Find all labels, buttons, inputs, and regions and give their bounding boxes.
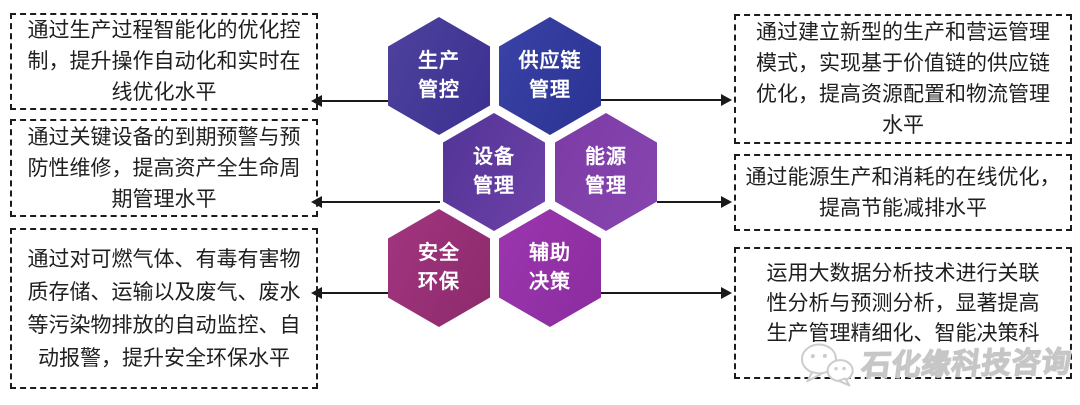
right-box-supply-chain: 通过建立新型的生产和营运管理 模式，实现基于价值链的供应链 优化，提高资源配置和…: [734, 14, 1072, 144]
hexagon-equipment: 设备 管理: [443, 113, 545, 231]
arrow-right-2: [657, 196, 732, 208]
text-line: 运用大数据分析技术进行关联: [766, 261, 1040, 285]
text-line: 优化，提高资源配置和物流管理: [756, 82, 1050, 106]
text-line: 水平: [882, 113, 924, 137]
box-text: 通过能源生产和消耗的在线优化， 提高节能减排水平: [746, 162, 1061, 224]
right-box-decision-support: 运用大数据分析技术进行关联 性分析与预测分析，显著提高 生产管理精细化、智能决策…: [734, 247, 1072, 379]
text-line: 线优化水平: [111, 80, 217, 104]
hexagon-production-control: 生产 管控: [388, 17, 490, 135]
arrow-left-1: [311, 95, 388, 107]
text-line: 质存储、运输以及废气、废水: [27, 279, 301, 304]
right-box-energy: 通过能源生产和消耗的在线优化， 提高节能减排水平: [734, 154, 1072, 231]
text-line: 制，提升操作自动化和实时在: [27, 49, 301, 73]
box-text: 通过关键设备的到期预警与预 防性维修，提高资产全生命周 期管理水平: [28, 122, 301, 215]
text-line: 动报警，提升安全环保水平: [38, 345, 290, 370]
text-line: 防性维修，提高资产全生命周: [27, 155, 301, 180]
watermark: 石化缘科技咨询: [798, 334, 1074, 391]
watermark-text: 石化缘科技咨询: [859, 346, 1074, 383]
left-box-production-control: 通过生产过程智能化的优化控 制，提升操作自动化和实时在 线优化水平: [10, 13, 318, 110]
box-text: 通过生产过程智能化的优化控 制，提升操作自动化和实时在 线优化水平: [28, 15, 301, 108]
arrow-left-2: [311, 196, 440, 208]
left-box-equipment: 通过关键设备的到期预警与预 防性维修，提高资产全生命周 期管理水平: [10, 119, 318, 217]
text-line: 通过能源生产和消耗的在线优化，: [745, 164, 1061, 189]
hexagon-supply-chain: 供应链 管理: [499, 17, 601, 135]
text-line: 通过对可燃气体、有毒有害物: [27, 246, 301, 271]
arrow-right-3: [601, 287, 732, 299]
text-line: 期管理水平: [111, 186, 217, 211]
wechat-icon: [800, 343, 854, 387]
text-line: 性分析与预测分析，显著提高: [766, 291, 1040, 315]
box-text: 通过对可燃气体、有毒有害物 质存储、运输以及废气、废水 等污染物排放的自动监控、…: [28, 243, 301, 375]
text-line: 等污染物排放的自动监控、自: [27, 312, 301, 337]
text-line: 通过生产过程智能化的优化控: [27, 18, 301, 42]
text-line: 通过建立新型的生产和营运管理: [756, 20, 1050, 44]
hexagon-energy: 能源 管理: [555, 113, 657, 231]
hexagon-label: 生产 管控: [418, 50, 460, 101]
hexagon-label: 能源 管理: [585, 146, 627, 197]
text-line: 模式，实现基于价值链的供应链: [756, 51, 1050, 75]
text-line: 提高节能减排水平: [819, 195, 987, 220]
hexagon-decision-support: 辅助 决策: [499, 209, 601, 327]
hexagon-label: 设备 管理: [473, 146, 515, 197]
hexagon-safety-environment: 安全 环保: [388, 209, 490, 327]
hexagon-label: 供应链 管理: [518, 50, 582, 101]
arrow-left-3: [311, 287, 388, 299]
left-box-safety-environment: 通过对可燃气体、有毒有害物 质存储、运输以及废气、废水 等污染物排放的自动监控、…: [10, 228, 318, 389]
text-line: 通过关键设备的到期预警与预: [27, 124, 301, 149]
arrow-right-1: [601, 94, 732, 106]
text-line: 生产管理精细化、智能决策科: [766, 321, 1040, 345]
box-text: 运用大数据分析技术进行关联 性分析与预测分析，显著提高 生产管理精细化、智能决策…: [767, 249, 1040, 348]
hexagon-label: 辅助 决策: [529, 242, 571, 293]
hexagon-label: 安全 环保: [418, 242, 460, 293]
box-text: 通过建立新型的生产和营运管理 模式，实现基于价值链的供应链 优化，提高资源配置和…: [756, 17, 1050, 141]
